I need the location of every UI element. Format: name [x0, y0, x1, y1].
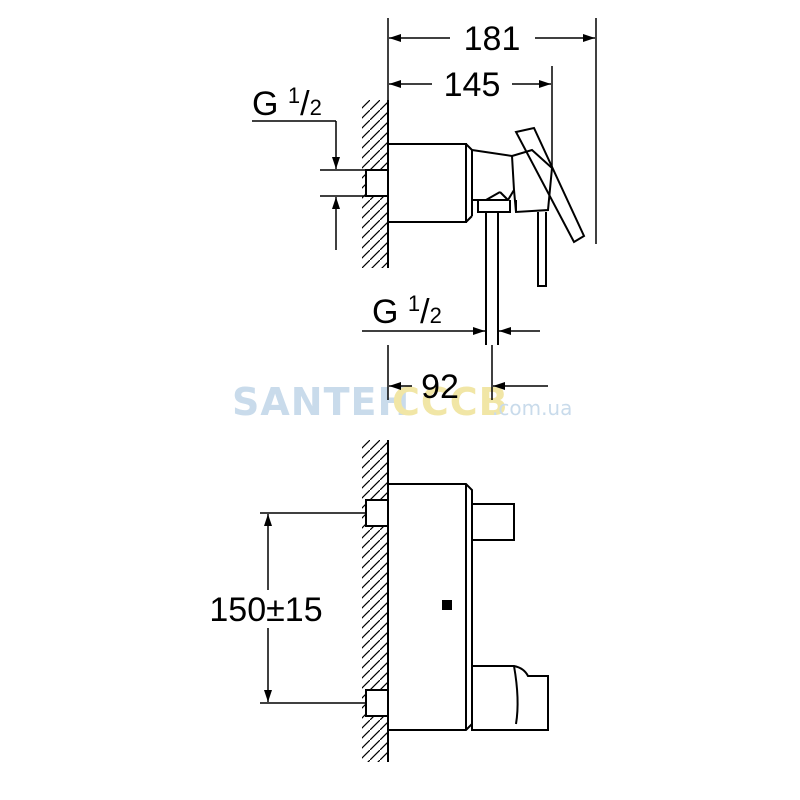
handle-housing	[511, 148, 554, 214]
inlet-thread-callout: G 1/2	[252, 83, 366, 250]
inlet-stub-upper	[365, 499, 389, 527]
dim-label-92: 92	[421, 368, 459, 406]
body-mark	[442, 600, 452, 610]
inlet-stub-top	[365, 169, 389, 197]
handle-curve	[513, 665, 519, 725]
dim-label-145: 145	[444, 66, 501, 104]
spout-block	[471, 503, 515, 541]
side-view	[362, 100, 586, 345]
dimension-181	[387, 18, 597, 244]
lever-down	[537, 212, 547, 287]
outlet-thread-slash: /	[420, 293, 430, 331]
body-chamfer-1	[465, 143, 473, 151]
body-chamfer-2	[465, 215, 473, 223]
outlet-thread-numerator: 1	[408, 291, 420, 316]
mixer-body-top	[388, 483, 473, 731]
dimension-145	[389, 66, 553, 168]
inlet-thread-slash: /	[300, 85, 310, 123]
outlet-thread-callout: G 1/2	[362, 291, 540, 335]
svg-text:G 1/2: G 1/2	[252, 83, 322, 123]
inlet-thread-denominator: 2	[310, 95, 322, 120]
handle-block	[471, 665, 549, 731]
spout-detail-2	[499, 191, 509, 201]
outlet-thread-prefix: G	[372, 293, 408, 331]
dimension-92	[387, 345, 548, 400]
handle-collar	[471, 149, 516, 201]
watermark-domain: .com.ua	[492, 396, 572, 420]
dim-label-181: 181	[464, 20, 521, 58]
inlet-stub-lower	[365, 689, 389, 717]
watermark-text-2: СССВ	[392, 380, 509, 424]
mixer-body-side	[388, 143, 467, 223]
top-view	[362, 440, 549, 762]
spout-top	[477, 200, 511, 213]
lever-open-position	[514, 126, 586, 244]
inlet-thread-numerator: 1	[288, 83, 300, 108]
inlet-thread-prefix: G	[252, 85, 288, 123]
spout-detail-1	[485, 191, 501, 201]
watermark: SANTEH СССВ .com.ua	[232, 380, 572, 424]
dimension-150	[260, 512, 366, 704]
watermark-text-1: SANTEH	[232, 380, 410, 424]
outlet-thread-denominator: 2	[430, 303, 442, 328]
svg-text:G 1/2: G 1/2	[372, 291, 442, 331]
dim-label-150: 150±15	[209, 591, 322, 629]
